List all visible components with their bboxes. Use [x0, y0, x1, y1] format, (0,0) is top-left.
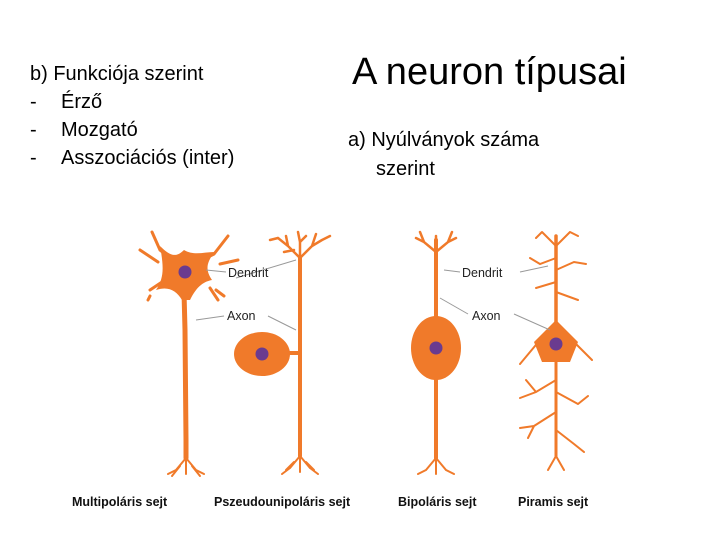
list-item-text: Asszociációs (inter) — [61, 147, 235, 169]
caption-bipolar: Bipoláris sejt — [398, 495, 477, 509]
bipolar-neuron — [414, 230, 458, 475]
dendrit-label: Dendrit — [228, 266, 269, 280]
function-list: - Érző - Mozgató - Asszociációs (inter) — [30, 88, 234, 172]
pyramidal-neuron — [519, 231, 593, 471]
nucleus-icon — [549, 337, 563, 351]
caption-pseudounipolar: Pszeudounipoláris sejt — [214, 495, 351, 509]
multipolar-neuron — [138, 230, 240, 477]
subtitle-line-2: szerint — [376, 158, 435, 180]
dendrit-label: Dendrit — [462, 266, 503, 280]
list-item: - Mozgató — [30, 116, 234, 144]
page-title: A neuron típusai — [352, 51, 627, 93]
list-item: - Érző — [30, 88, 234, 116]
function-heading: b) Funkciója szerint — [30, 63, 204, 85]
list-dash: - — [30, 147, 37, 169]
axon-label: Axon — [472, 309, 501, 323]
list-dash: - — [30, 91, 37, 113]
nucleus-icon — [255, 347, 269, 361]
process-count-heading: a) Nyúlványok száma szerint — [348, 126, 539, 184]
list-item-text: Érző — [61, 91, 103, 113]
label-leader-lines — [195, 259, 551, 331]
list-dash: - — [30, 119, 37, 141]
nucleus-icon — [178, 265, 192, 279]
function-classification: b) Funkciója szerint - Érző - Mozgató - Ass… — [30, 60, 234, 172]
pseudounipolar-neuron — [268, 230, 332, 475]
caption-pyramidal: Piramis sejt — [518, 495, 589, 509]
list-item: - Asszociációs (inter) — [30, 144, 234, 172]
subtitle-line-1: a) Nyúlványok száma — [348, 129, 540, 151]
list-item-text: Mozgató — [61, 119, 138, 141]
nucleus-icon — [429, 341, 443, 355]
axon-label: Axon — [227, 309, 256, 323]
caption-multipolar: Multipoláris sejt — [72, 495, 168, 509]
